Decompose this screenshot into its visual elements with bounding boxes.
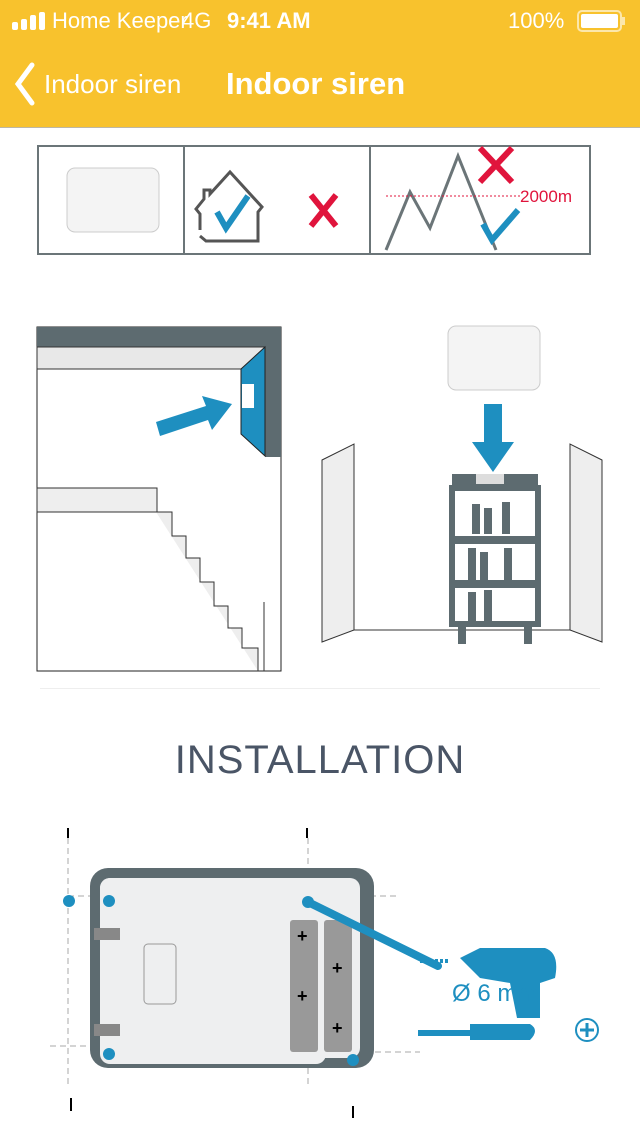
drill-icon [460,948,557,1018]
battery-icon [577,10,625,32]
back-button[interactable]: Indoor siren [14,62,181,106]
siren-device-image [66,167,160,233]
svg-text:+: + [297,926,308,946]
svg-text:+: + [332,1018,343,1038]
section-divider [40,688,600,689]
check-icon [214,194,251,234]
drill-size-label: Ø 6 mm [452,980,538,1007]
carrier-name: Home Keeper [52,8,188,33]
back-label: Indoor siren [44,68,182,99]
shelf-placement-illustration [321,325,603,644]
top-bar: Home Keeper 4G 9:41 AM 100% Indoor siren… [0,0,640,128]
arrow-icon [156,396,232,436]
altitude-label: 2000m [520,187,572,206]
battery-percent: 100% [508,8,565,33]
screwdriver-icon [418,1024,535,1040]
mounting-illustration: + + + + [50,828,599,1118]
section-title: INSTALLATION [174,738,466,782]
check-icon [480,208,521,246]
chevron-left-icon [14,62,35,106]
svg-text:+: + [297,986,308,1006]
cross-icon [477,145,515,185]
placement-rules-illustration: 2000m [37,145,591,255]
clock: 9:41 AM [227,8,311,33]
svg-text:+: + [332,958,343,978]
signal-icon [12,12,45,30]
cross-icon [308,193,339,228]
page-title: Indoor siren [226,66,406,101]
staircase-placement-illustration [36,326,282,672]
siren-device-image [447,325,541,391]
network-type: 4G [182,8,212,33]
arrow-icon [472,404,514,472]
phillips-head-icon [575,1018,599,1042]
